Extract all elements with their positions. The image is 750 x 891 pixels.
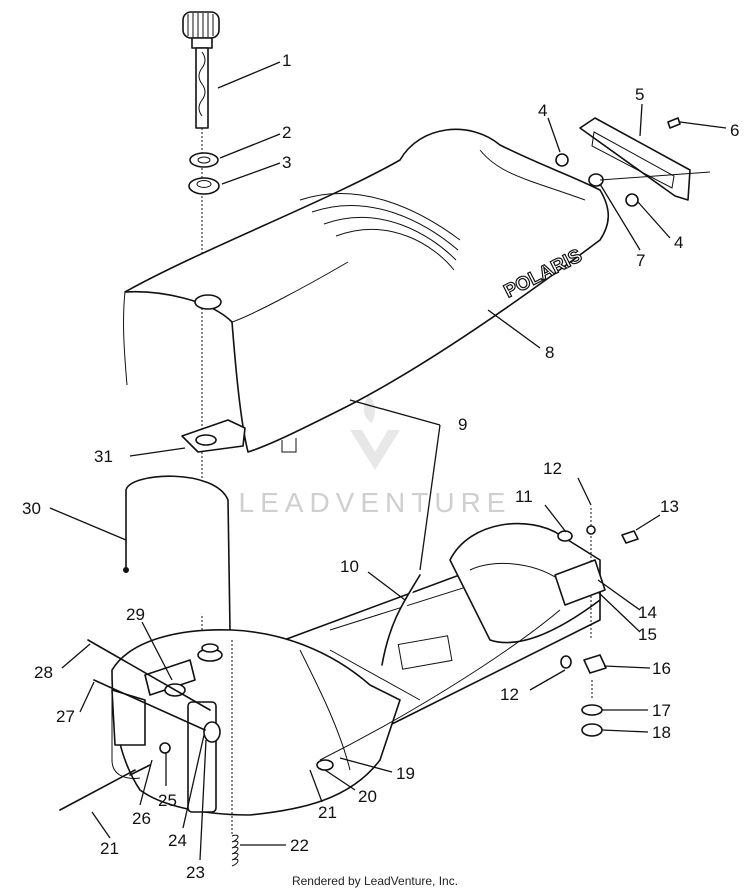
callout-1: 1 xyxy=(282,51,291,70)
callout-11: 11 xyxy=(515,487,533,506)
callout-29: 29 xyxy=(126,605,145,624)
callout-4a: 4 xyxy=(538,101,547,120)
callout-16: 16 xyxy=(652,659,671,678)
strap-drawing xyxy=(125,475,231,631)
callout-28: 28 xyxy=(34,663,53,682)
callout-15: 15 xyxy=(638,625,657,644)
callout-21a: 21 xyxy=(318,803,337,822)
callout-7: 7 xyxy=(636,251,645,270)
callout-24: 24 xyxy=(168,831,187,850)
callout-30: 30 xyxy=(22,499,41,518)
callout-4b: 4 xyxy=(674,233,683,252)
callout-3: 3 xyxy=(282,153,291,172)
callout-5: 5 xyxy=(635,85,644,104)
callout-6: 6 xyxy=(730,121,739,140)
callout-2: 2 xyxy=(282,123,291,142)
callout-17: 17 xyxy=(652,701,671,720)
callout-26: 26 xyxy=(132,809,151,828)
callout-23: 23 xyxy=(186,863,205,882)
watermark-logo xyxy=(350,395,400,470)
grommet-drawing xyxy=(188,152,220,195)
callout-25: 25 xyxy=(158,791,177,810)
callout-13: 13 xyxy=(660,497,679,516)
fuel-tank-drawing xyxy=(59,522,601,867)
callout-27: 27 xyxy=(56,707,75,726)
callout-labels: 1 2 3 4 4 5 6 7 8 9 10 11 12 12 13 14 15… xyxy=(22,51,739,882)
foam-pad-drawing xyxy=(181,419,246,453)
callout-10: 10 xyxy=(340,557,359,576)
callout-12a: 12 xyxy=(543,459,562,478)
callout-12b: 12 xyxy=(500,685,519,704)
footer-credit: Rendered by LeadVenture, Inc. xyxy=(292,874,458,888)
watermark-text: LEADVENTURE xyxy=(239,487,512,518)
callout-20: 20 xyxy=(358,787,377,806)
callout-8: 8 xyxy=(545,343,554,362)
callout-18: 18 xyxy=(652,723,671,742)
fuel-cap-gauge-drawing xyxy=(182,11,220,640)
leader-lines xyxy=(49,61,727,861)
callout-19: 19 xyxy=(396,764,415,783)
mounting-hardware-drawing xyxy=(554,508,639,737)
callout-14: 14 xyxy=(638,603,657,622)
callout-9: 9 xyxy=(458,415,467,434)
callout-31: 31 xyxy=(94,447,113,466)
rear-bracket-drawing xyxy=(555,117,711,207)
callout-21b: 21 xyxy=(100,839,119,858)
callout-22: 22 xyxy=(290,836,309,855)
